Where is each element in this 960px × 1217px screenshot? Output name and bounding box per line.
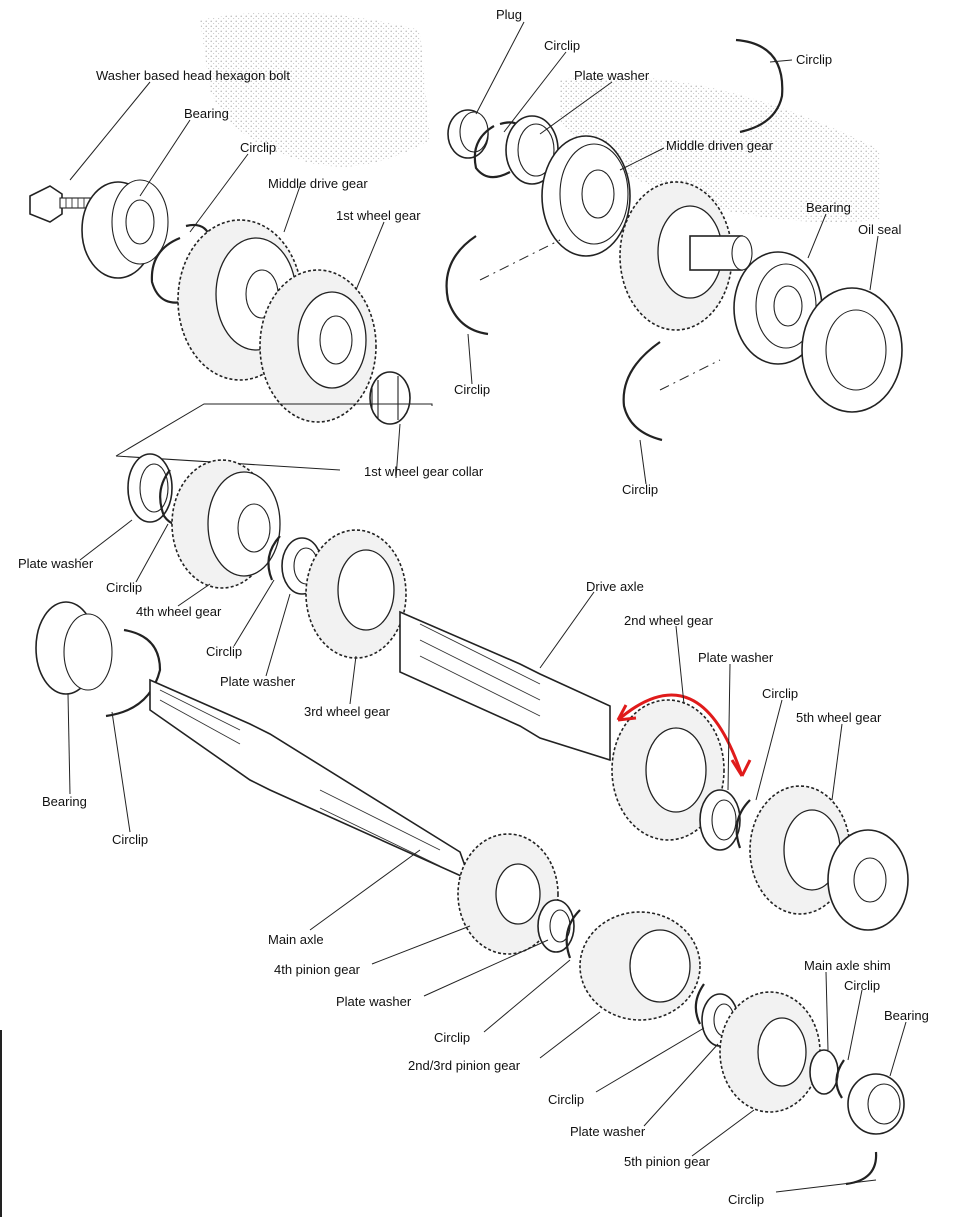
leader-lines [67, 21, 907, 1193]
fifth-wheel-gear [749, 785, 851, 915]
bearing-right [827, 829, 909, 931]
label-main-axle: Main axle [268, 932, 324, 947]
label-circlip-right: Circlip [762, 686, 798, 701]
drive-axle [399, 610, 611, 762]
label-circlip-mid-right: Circlip [622, 482, 658, 497]
label-main-axle-shim: Main axle shim [804, 958, 891, 973]
bearing-lower-right [847, 1073, 905, 1135]
label-circlip-top-left: Circlip [240, 140, 276, 155]
stipple-shading-top-left [200, 12, 430, 167]
circlip-top-right [735, 38, 784, 134]
label-washer-bolt: Washer based head hexagon bolt [96, 68, 290, 83]
left-edge-mark [0, 1030, 2, 1217]
label-circlip-lower: Circlip [434, 1030, 470, 1045]
first-wheel-gear [259, 269, 377, 423]
circlip-mid-left [445, 235, 489, 336]
bearing-top-left [81, 179, 169, 279]
label-second-third-pinion-gear: 2nd/3rd pinion gear [408, 1058, 521, 1073]
label-circlip-top: Circlip [544, 38, 580, 53]
red-annotation-arrow [616, 693, 752, 777]
circlip-lower [565, 909, 581, 959]
circlip-bottom-center [694, 983, 705, 1025]
label-fifth-pinion-gear: 5th pinion gear [624, 1154, 711, 1169]
fifth-pinion-gear [719, 991, 821, 1113]
plate-washer-top [505, 115, 559, 185]
plug [447, 109, 489, 159]
label-fifth-wheel-gear: 5th wheel gear [796, 710, 882, 725]
part-labels: Plug Circlip Plate washer Circlip Washer… [18, 7, 929, 1207]
plate-washer-right [699, 789, 741, 851]
oil-seal [801, 287, 903, 413]
circlip-shim [835, 1059, 845, 1099]
main-axle-shim [809, 1049, 839, 1095]
bearing-top-right [733, 251, 823, 365]
label-fourth-wheel-gear: 4th wheel gear [136, 604, 222, 619]
label-circlip-top-right: Circlip [796, 52, 832, 67]
label-plate-washer-lower: Plate washer [336, 994, 412, 1009]
label-first-wheel-gear-collar: 1st wheel gear collar [364, 464, 484, 479]
label-bearing-top-right: Bearing [806, 200, 851, 215]
label-plate-washer-top: Plate washer [574, 68, 650, 83]
label-plug: Plug [496, 7, 522, 22]
circlip-center [267, 535, 281, 581]
first-wheel-gear-collar [369, 371, 411, 425]
label-middle-driven-gear: Middle driven gear [666, 138, 774, 153]
fourth-wheel-gear [171, 459, 281, 589]
label-plate-washer-left: Plate washer [18, 556, 94, 571]
label-fourth-pinion-gear: 4th pinion gear [274, 962, 361, 977]
circlip-bearing-left [105, 628, 162, 718]
middle-driven-gear [619, 181, 753, 331]
label-circlip-left: Circlip [106, 580, 142, 595]
plate-washer-left [127, 453, 173, 523]
circlip-bottom [845, 1151, 878, 1186]
third-wheel-gear [305, 529, 407, 659]
assembly-axis-top-right [479, 239, 721, 391]
label-drive-axle: Drive axle [586, 579, 644, 594]
label-circlip-bearing-left: Circlip [112, 832, 148, 847]
label-plate-washer-center: Plate washer [220, 674, 296, 689]
label-first-wheel-gear: 1st wheel gear [336, 208, 421, 223]
label-circlip-bottom: Circlip [728, 1192, 764, 1207]
label-circlip-center: Circlip [206, 644, 242, 659]
label-bearing-left: Bearing [42, 794, 87, 809]
second-wheel-gear [611, 699, 725, 841]
label-circlip-bottom-center: Circlip [548, 1092, 584, 1107]
fourth-pinion-gear [457, 833, 559, 955]
label-plate-washer-bottom: Plate washer [570, 1124, 646, 1139]
second-third-pinion-gear [579, 911, 701, 1021]
label-second-wheel-gear: 2nd wheel gear [624, 613, 714, 628]
circlip-mid-right [622, 341, 663, 442]
label-third-wheel-gear: 3rd wheel gear [304, 704, 391, 719]
label-bearing-top-left: Bearing [184, 106, 229, 121]
bearing-left [35, 601, 113, 695]
stipple-shading-top-right [560, 76, 880, 222]
circlip-right [735, 799, 751, 849]
label-middle-drive-gear: Middle drive gear [268, 176, 368, 191]
label-oil-seal: Oil seal [858, 222, 901, 237]
label-circlip-shim: Circlip [844, 978, 880, 993]
bearing-top-center [541, 135, 631, 257]
label-circlip-mid-left: Circlip [454, 382, 490, 397]
label-bearing-lower-right: Bearing [884, 1008, 929, 1023]
plate-washer-lower [537, 899, 575, 953]
label-plate-washer-right: Plate washer [698, 650, 774, 665]
